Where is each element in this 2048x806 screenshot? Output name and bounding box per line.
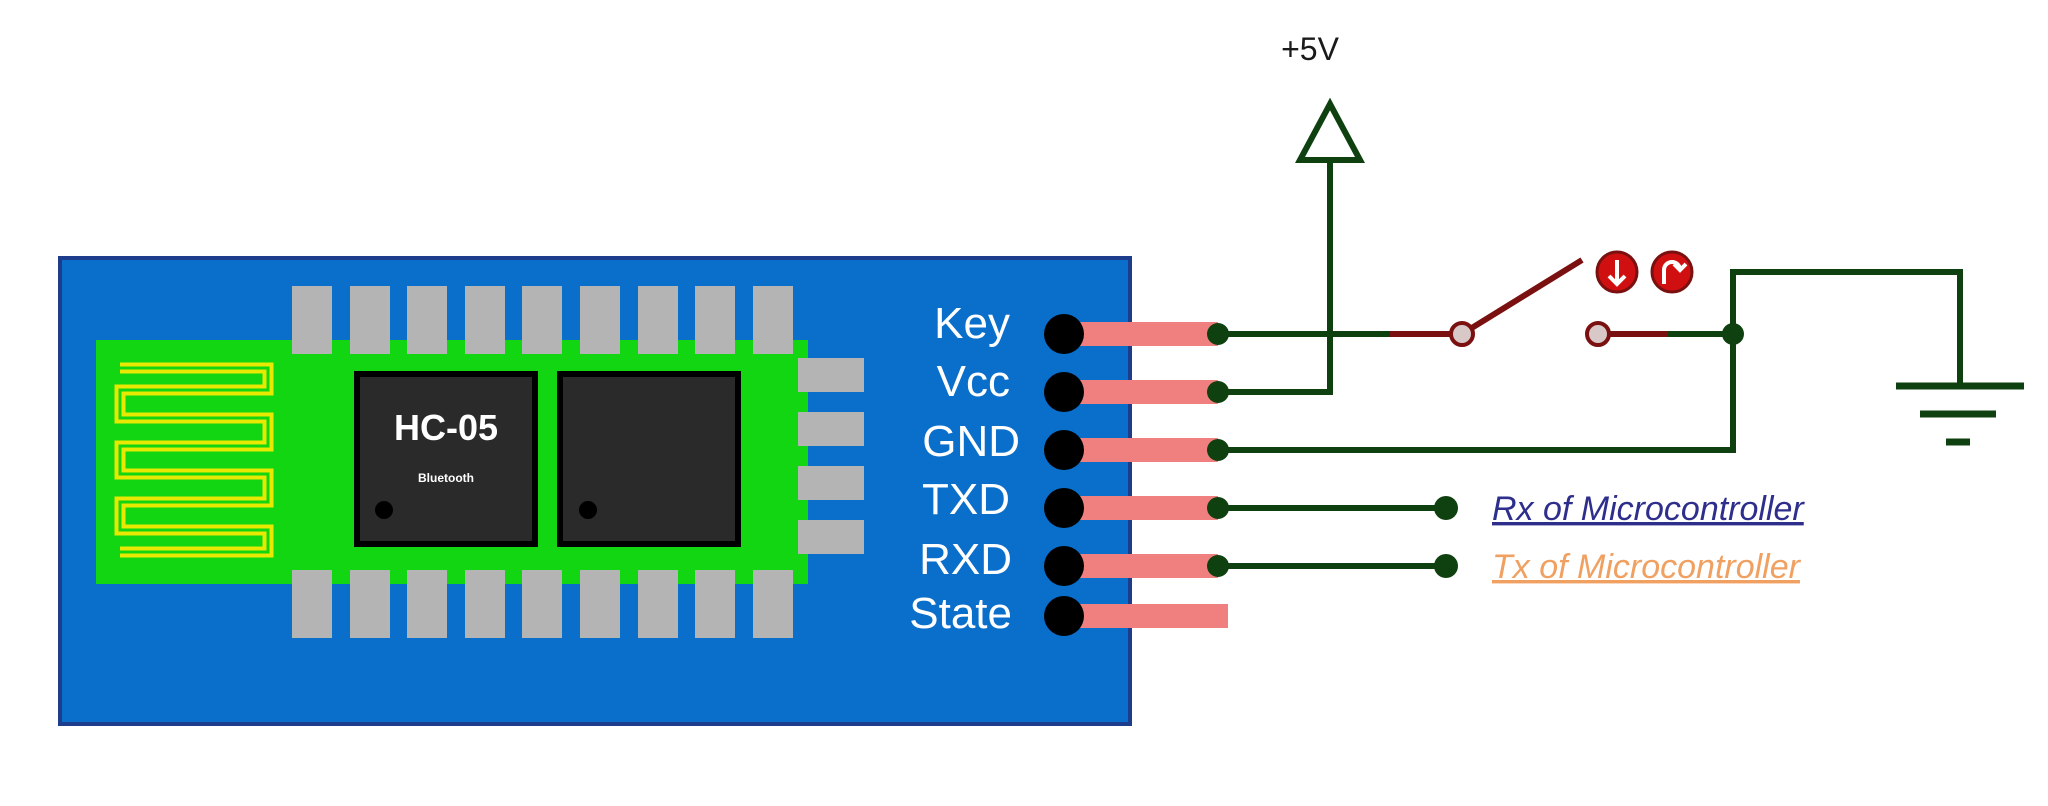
key-switch[interactable]: [1449, 257, 1611, 347]
chip-name: HC-05: [394, 407, 498, 448]
pin-label-state: State: [909, 589, 1012, 638]
bottom-pads: [292, 570, 793, 638]
side-pads: [798, 358, 864, 554]
pin-stubs: [1060, 322, 1228, 628]
pin-label-vcc: Vcc: [937, 357, 1010, 406]
supply-label: +5V: [1281, 31, 1339, 67]
chip2-dot: [579, 501, 597, 519]
pin-label-txd: TXD: [922, 475, 1010, 524]
pin-label-rxd: RXD: [919, 535, 1012, 584]
switch-press-button-icon[interactable]: [1595, 250, 1639, 294]
chip-dot: [375, 501, 393, 519]
ground-icon: [1896, 382, 2024, 446]
pin-label-key: Key: [934, 299, 1010, 348]
txd-target-label: Rx of Microcontroller: [1492, 490, 1805, 528]
pin-label-gnd: GND: [922, 417, 1020, 466]
chip-subtitle: Bluetooth: [418, 471, 474, 485]
rxd-target-label: Tx of Microcontroller: [1492, 548, 1802, 586]
switch-release-button-icon[interactable]: [1650, 250, 1694, 294]
junction-dots: [1207, 323, 1744, 578]
top-pads: [292, 286, 793, 354]
pin-heads: [1044, 314, 1084, 636]
supply-arrow-icon: [1294, 97, 1366, 163]
